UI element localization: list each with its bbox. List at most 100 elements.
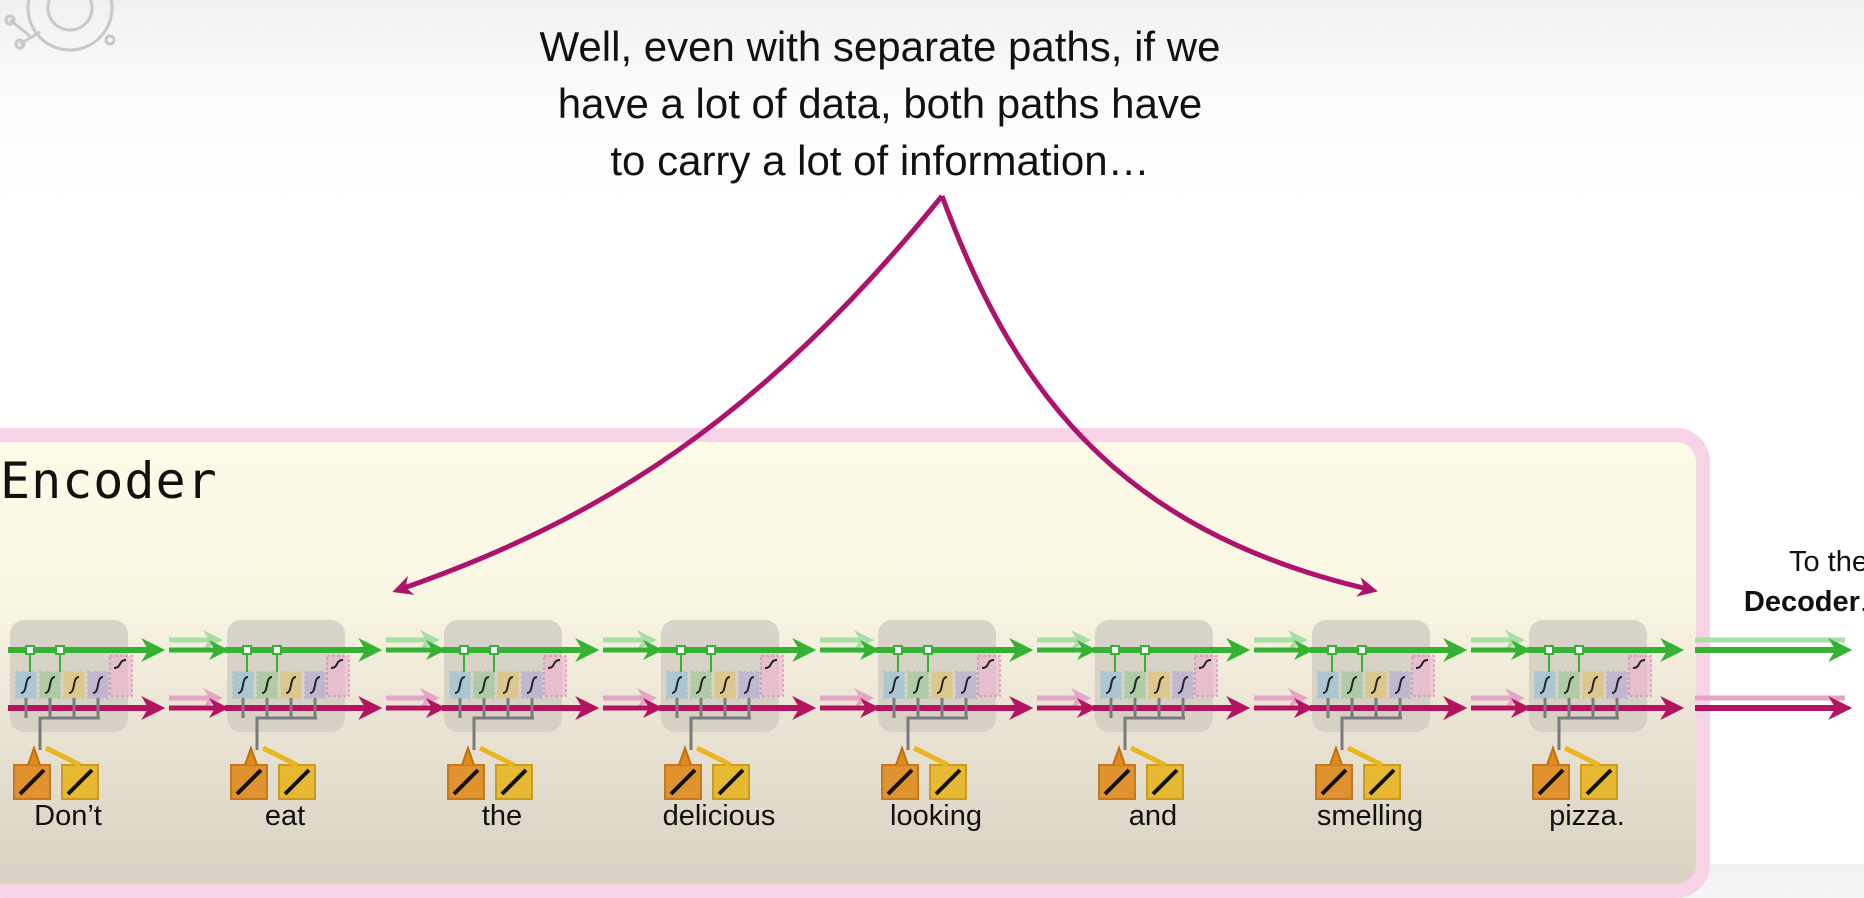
- activation-curve: [454, 676, 466, 694]
- input-arrow: [912, 745, 950, 768]
- gate-tap: [55, 645, 65, 655]
- output-gate-box: [760, 655, 784, 697]
- linear-layer-icon: [1532, 744, 1618, 800]
- activation-curve: [1153, 676, 1165, 694]
- activation-curve: [1563, 676, 1575, 694]
- input-arrow: [1329, 744, 1343, 766]
- activation-curve: [936, 676, 948, 694]
- activation-curve: [764, 659, 778, 669]
- input-word: pizza.: [1549, 800, 1625, 832]
- input-arrow: [461, 744, 475, 766]
- lstm-unit-icon: [820, 620, 1034, 750]
- input-wiring: [675, 698, 751, 750]
- activation-curve: [1105, 676, 1117, 694]
- input-wiring: [24, 698, 100, 750]
- activation-curve: [1394, 676, 1406, 694]
- input-arrow: [678, 744, 692, 766]
- gate-tap: [489, 645, 499, 655]
- gate-tap: [1140, 645, 1150, 655]
- gate-tap: [272, 645, 282, 655]
- curved-arrow-icon: [939, 195, 1378, 597]
- gate-tap: [459, 645, 469, 655]
- caption-line: Well, even with separate paths, if we: [539, 23, 1221, 70]
- activation-curve: [695, 676, 707, 694]
- lstm-unit-icon: [8, 620, 166, 750]
- identity-line: [1585, 768, 1613, 796]
- identity-line: [18, 768, 46, 796]
- linear-layer-icon: [13, 744, 99, 800]
- output-gate-box: [326, 655, 350, 697]
- input-arrow: [695, 745, 733, 768]
- input-word: smelling: [1316, 800, 1424, 832]
- output-gate-box: [543, 655, 567, 697]
- gate-tap: [706, 645, 716, 655]
- activation-curve: [912, 676, 924, 694]
- input-arrow: [244, 744, 258, 766]
- encoder-title: Encoder: [0, 452, 218, 510]
- activation-curve: [237, 676, 249, 694]
- caption: Well, even with separate paths, if we ha…: [450, 18, 1310, 189]
- input-arrow: [44, 745, 82, 768]
- activation-curve: [68, 676, 80, 694]
- lstm-unit-icon: [1471, 620, 1685, 750]
- gate-tap: [1327, 645, 1337, 655]
- gate-tap: [676, 645, 686, 655]
- identity-line: [1368, 768, 1396, 796]
- identity-line: [886, 768, 914, 796]
- identity-line: [1320, 768, 1348, 796]
- logo-icon: [4, 0, 116, 52]
- input-wiring: [1109, 698, 1185, 750]
- activation-curve: [502, 676, 514, 694]
- activation-curve: [719, 676, 731, 694]
- activation-curve: [671, 676, 683, 694]
- activation-curve: [44, 676, 56, 694]
- decoder-label-name: Decoder: [1743, 586, 1860, 618]
- gate-tap: [1544, 645, 1554, 655]
- identity-line: [452, 768, 480, 796]
- activation-curve: [960, 676, 972, 694]
- input-arrow: [1129, 745, 1167, 768]
- activation-curve: [1346, 676, 1358, 694]
- lstm-unit-icon: [386, 620, 600, 750]
- input-arrow: [261, 745, 299, 768]
- input-arrow: [1346, 745, 1384, 768]
- activation-curve: [113, 659, 127, 669]
- activation-curve: [20, 676, 32, 694]
- decoder-label: To the Decoder.: [1700, 542, 1864, 622]
- activation-curve: [261, 676, 273, 694]
- input-word: looking: [890, 800, 982, 832]
- activation-curve: [1611, 676, 1623, 694]
- lstm-unit-icon: [169, 620, 383, 750]
- activation-curve: [1632, 659, 1646, 669]
- gate-tap: [1357, 645, 1367, 655]
- activation-curve: [547, 659, 561, 669]
- activation-curve: [1129, 676, 1141, 694]
- activation-curve: [478, 676, 490, 694]
- identity-line: [669, 768, 697, 796]
- identity-line: [66, 768, 94, 796]
- lstm-encoder-diagram: [8, 194, 1853, 800]
- gate-tap: [1110, 645, 1120, 655]
- input-wiring: [1326, 698, 1402, 750]
- decoder-label-suffix: .: [1860, 586, 1864, 618]
- identity-line: [283, 768, 311, 796]
- activation-curve: [1322, 676, 1334, 694]
- activation-curve: [1198, 659, 1212, 669]
- input-word: delicious: [662, 800, 776, 832]
- linear-layer-icon: [447, 744, 533, 800]
- input-wiring: [1543, 698, 1619, 750]
- linear-layer-icon: [1098, 744, 1184, 800]
- output-gate-box: [977, 655, 1001, 697]
- input-arrow: [1563, 745, 1601, 768]
- output-gate-box: [109, 655, 133, 697]
- lstm-unit-icon: [1254, 620, 1468, 750]
- activation-curve: [743, 676, 755, 694]
- activation-curve: [1415, 659, 1429, 669]
- gate-tap: [1574, 645, 1584, 655]
- caption-line: have a lot of data, both paths have: [557, 80, 1203, 127]
- input-wiring: [241, 698, 317, 750]
- identity-line: [235, 768, 263, 796]
- input-word: and: [1128, 800, 1178, 832]
- identity-line: [934, 768, 962, 796]
- gate-tap: [923, 645, 933, 655]
